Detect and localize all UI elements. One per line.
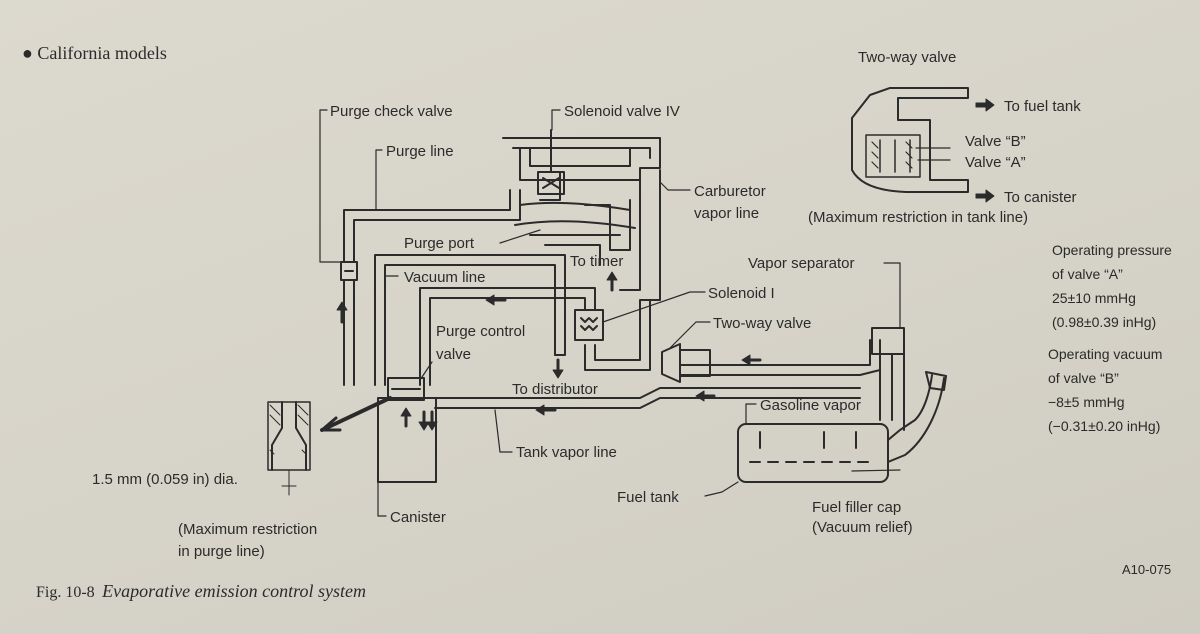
spec-vacuum-b-line-3: −8±5 mmHg (1048, 394, 1125, 410)
inset-max-restriction-tank: (Maximum restriction in tank line) (808, 209, 1029, 226)
inset-valve-a: Valve “A” (965, 154, 1026, 171)
vapor-separator-body (871, 327, 905, 431)
inset-to-canister: To canister (1004, 189, 1077, 206)
figure-code: A10-075 (1122, 562, 1172, 577)
figure-caption-text: Evaporative emission control system (102, 581, 366, 601)
fuel-filler-neck (887, 371, 947, 463)
spec-pressure-a: Operating pressure of valve “A” 25±10 mm… (1052, 238, 1172, 334)
inset-title: Two-way valve (858, 49, 957, 66)
label-fuel-filler-cap-2: (Vacuum relief) (812, 519, 913, 536)
leader-lines (319, 109, 901, 517)
orifice-inset (267, 401, 311, 496)
figure-number: Fig. 10-8 (36, 584, 95, 601)
label-two-way-valve: Two-way valve (713, 315, 812, 332)
inset-arrows (975, 98, 995, 203)
label-max-restriction-purge-2: in purge line) (178, 543, 265, 560)
label-orifice-dia: 1.5 mm (0.059 in) dia. (92, 471, 238, 488)
distributor-line-pipe (419, 169, 661, 386)
label-solenoid-valve-iv: Solenoid valve IV (564, 103, 680, 120)
figure-caption: Fig. 10-8 Evaporative emission control s… (36, 582, 366, 603)
inset-valve-b: Valve “B” (965, 133, 1026, 150)
spec-vacuum-b-line-4: (−0.31±0.20 inHg) (1048, 418, 1161, 434)
spec-pressure-a-line-3: 25±10 mmHg (1052, 290, 1136, 306)
label-purge-control-valve-1: Purge control (436, 323, 526, 340)
tank-vapor-line-pipe (434, 339, 881, 409)
fuel-tank-body (737, 423, 889, 483)
label-purge-check-valve: Purge check valve (330, 103, 453, 120)
outflow-arrow (320, 396, 392, 432)
label-solenoid-i: Solenoid I (708, 285, 775, 302)
canister-body (377, 377, 437, 483)
inset-to-fuel-tank: To fuel tank (1004, 98, 1081, 115)
label-purge-control-valve-2: valve (436, 346, 472, 363)
solenoid-i (574, 309, 604, 341)
vacuum-line-pipe (374, 254, 566, 386)
spec-vacuum-b-line-2: of valve “B” (1048, 370, 1119, 386)
spec-vacuum-b-line-1: Operating vacuum (1048, 346, 1163, 362)
label-tank-vapor-line: Tank vapor line (516, 444, 617, 461)
bullet-title-text: California models (37, 43, 167, 63)
label-purge-line: Purge line (386, 143, 454, 160)
solenoid-valve-iv (537, 129, 565, 195)
carburetor-body (502, 137, 661, 291)
spec-vacuum-b: Operating vacuum of valve “B” −8±5 mmHg … (1048, 342, 1162, 438)
label-gasoline-vapor: Gasoline vapor (760, 397, 861, 414)
label-carburetor-vapor-line-1: Carburetor (694, 183, 766, 200)
label-vacuum-line: Vacuum line (404, 269, 486, 286)
label-fuel-filler-cap-1: Fuel filler cap (812, 499, 902, 516)
label-to-distributor: To distributor (512, 381, 598, 398)
inset-two-way-valve (851, 87, 969, 193)
label-carburetor-vapor-line-2: vapor line (694, 205, 760, 222)
spec-pressure-a-line-1: Operating pressure (1052, 242, 1172, 258)
label-canister: Canister (390, 509, 446, 526)
label-purge-port: Purge port (404, 235, 475, 252)
spec-pressure-a-line-2: of valve “A” (1052, 266, 1123, 282)
flow-arrows (336, 271, 762, 431)
two-way-valve-body (661, 343, 711, 383)
spec-pressure-a-line-4: (0.98±0.39 inHg) (1052, 314, 1157, 330)
bullet-title: ● California models (22, 43, 167, 63)
label-vapor-separator: Vapor separator (748, 255, 855, 272)
label-to-timer: To timer (570, 253, 624, 270)
label-fuel-tank: Fuel tank (617, 489, 679, 506)
label-max-restriction-purge-1: (Maximum restriction (178, 521, 318, 538)
